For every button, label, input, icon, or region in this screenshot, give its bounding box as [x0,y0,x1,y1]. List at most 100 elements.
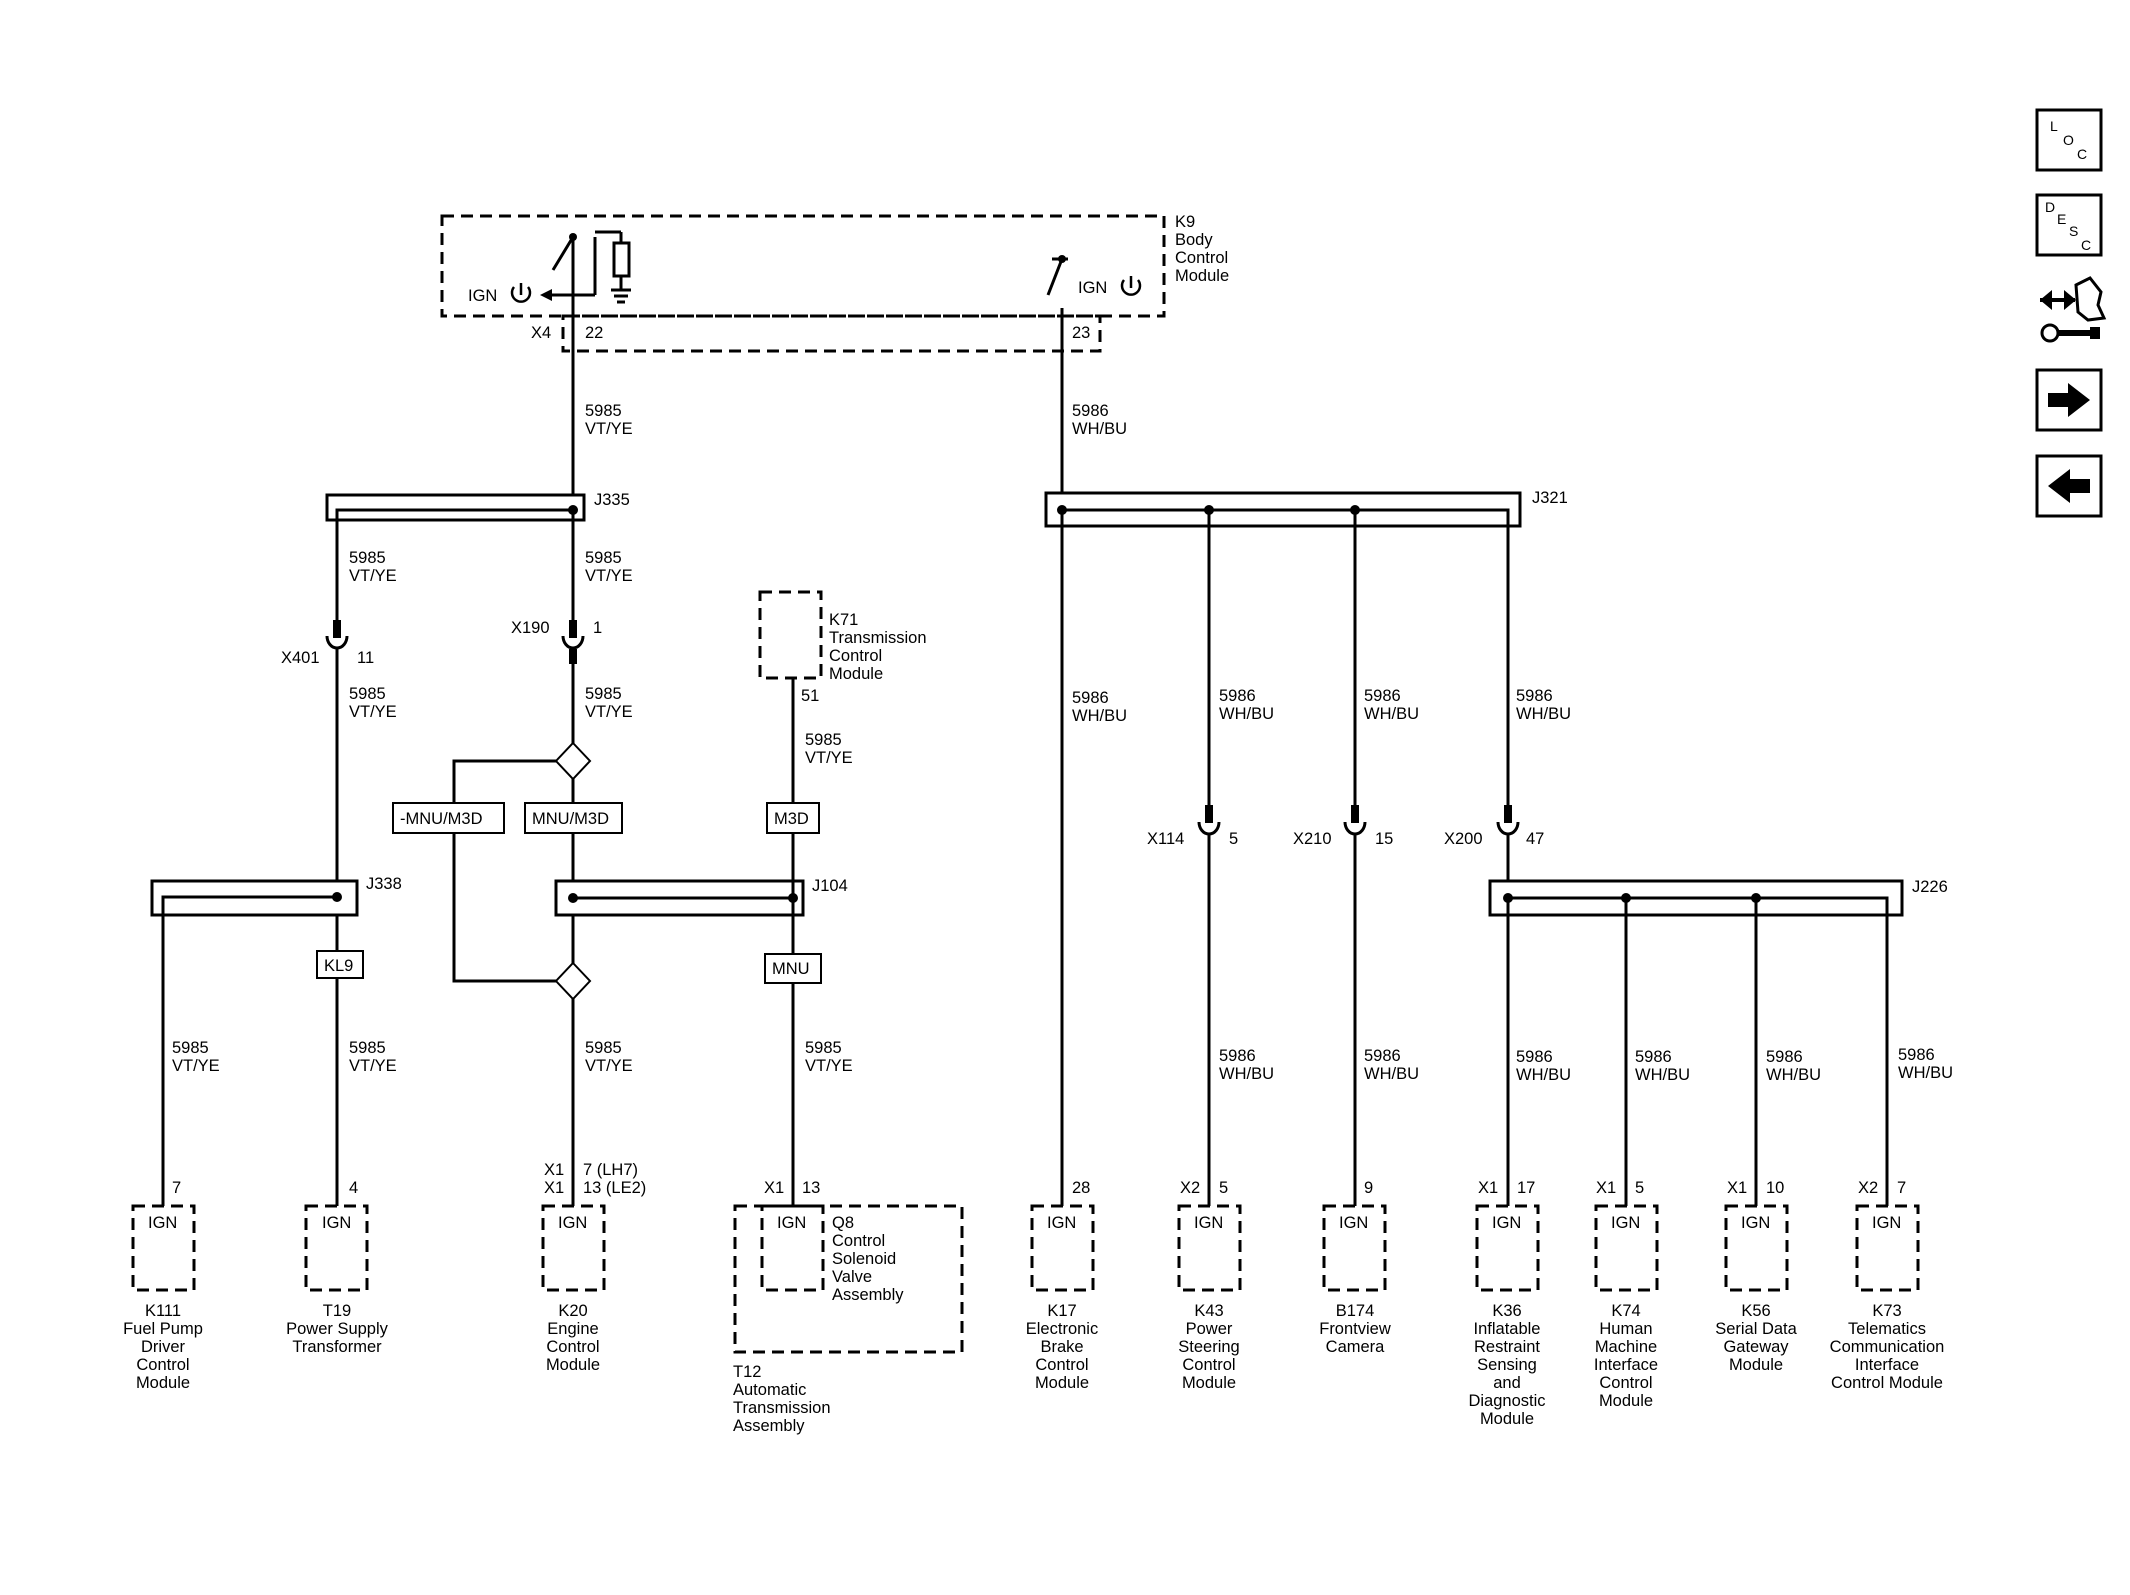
k9-module-box [440,214,1166,318]
t19-label-2: Transformer [292,1338,382,1356]
q8-label-2: Solenoid [832,1250,896,1268]
module-k17: 28 IGN K17 Electronic Brake Control Modu… [1026,1179,1098,1392]
k20-module-box [541,1204,606,1292]
k111-label-2: Driver [141,1338,186,1356]
k56-module-box [1724,1204,1789,1292]
k9-connector: X4 [531,324,551,342]
k56-label-3: Module [1729,1356,1783,1374]
k20-conn-1: X1 [544,1161,564,1179]
q8-label-3: Valve [832,1268,872,1286]
t12-label-2: Transmission [733,1399,831,1417]
k17-label-2: Brake [1040,1338,1083,1356]
connector-repair-icon[interactable] [2040,276,2107,343]
option-mnu-m3d-label: MNU/M3D [532,810,609,828]
k73-ign: IGN [1872,1214,1901,1232]
module-k36: X1 17 IGN K36 Inflatable Restraint Sensi… [1468,1179,1545,1428]
wire-5985-color: VT/YE [585,567,633,585]
inline-x114-name: X114 [1147,830,1184,848]
desc-char-2: E [2057,211,2066,227]
b174-module-box [1322,1204,1387,1292]
k43-ref: K43 [1194,1302,1223,1320]
inline-connector-x210 [1343,821,1367,836]
module-k56: X1 10 IGN K56 Serial Data Gateway Module [1715,1179,1797,1374]
desc-button[interactable]: D E S C [2035,193,2103,257]
wire-5985-num: 5985 [585,685,622,703]
module-t12-q8: X1 13 IGN Q8 Control Solenoid Valve Asse… [733,1179,964,1435]
k20-pin-2: 13 (LE2) [583,1179,646,1197]
wire-5986-color: WH/BU [1219,1065,1274,1083]
k17-module-box [1030,1204,1095,1292]
k9-pin-22: 22 [585,324,603,342]
wire-5986-num: 5986 [1516,687,1553,705]
k9-pin-23: 23 [1072,324,1090,342]
k74-conn: X1 [1596,1179,1616,1197]
option-m3d-label: M3D [774,810,809,828]
wire-5986-color: WH/BU [1766,1066,1821,1084]
b174-label-1: Frontview [1319,1320,1391,1338]
next-page-button[interactable] [2035,368,2103,432]
splice-j335-label: J335 [594,491,630,509]
k9-connector-box [561,314,1102,353]
wire-5985-color: VT/YE [172,1057,220,1075]
b174-ref: B174 [1336,1302,1375,1320]
wire-5986-color: WH/BU [1072,707,1127,725]
wire-5985-color: VT/YE [349,1057,397,1075]
t12-module-box [733,1204,964,1354]
k74-label-2: Machine [1595,1338,1657,1356]
arrow-left-icon [2048,469,2090,503]
loc-button[interactable]: L O C [2035,108,2103,172]
module-k74: X1 5 IGN K74 Human Machine Interface Con… [1594,1179,1659,1410]
option-neg-mnu-m3d-label: -MNU/M3D [400,810,483,828]
wire-5985-num: 5985 [172,1039,209,1057]
k111-label-1: Fuel Pump [123,1320,203,1338]
k9-label-1: Body [1175,231,1213,249]
k74-ign: IGN [1611,1214,1640,1232]
k74-pin: 5 [1635,1179,1644,1197]
wire-5985-num: 5985 [349,549,386,567]
desc-char-1: D [2045,199,2055,215]
q8-conn: X1 [764,1179,784,1197]
loc-char-1: L [2050,118,2058,134]
k36-label-5: Diagnostic [1468,1392,1545,1410]
wire-5985-color: VT/YE [349,703,397,721]
wire-5985-color: VT/YE [805,749,853,767]
circuit-5986-branch: 5986 WH/BU J321 5986 WH/BU 5986 WH/BU X1… [1044,350,1953,1206]
circuit-5985-branch: 5985 VT/YE J335 5985 VT/YE X401 11 5985 … [150,350,927,1206]
k111-pin: 7 [172,1179,181,1197]
module-k20: X1 X1 7 (LH7) 13 (LE2) IGN K20 Engine Co… [541,1161,646,1374]
k71-pin: 51 [801,687,819,705]
wire-5985-color: VT/YE [349,567,397,585]
arrow-left-icon [540,289,552,301]
option-kl9-label: KL9 [324,957,353,975]
k73-conn: X2 [1858,1179,1878,1197]
b174-ign: IGN [1339,1214,1368,1232]
k9-ref: K9 [1175,213,1195,231]
wire-5986-color: WH/BU [1516,1066,1571,1084]
module-b174: 9 IGN B174 Frontview Camera [1319,1179,1391,1356]
inline-connector-x114 [1197,821,1221,836]
k17-label-4: Module [1035,1374,1089,1392]
t19-pin: 4 [349,1179,358,1197]
wire-5986-num: 5986 [1219,687,1256,705]
k73-label-4: Control Module [1831,1374,1943,1392]
k43-label-4: Module [1182,1374,1236,1392]
t12-label-3: Assembly [733,1417,805,1435]
power-icon [510,283,532,303]
inline-x210-pin: 15 [1375,830,1393,848]
k43-label-2: Steering [1178,1338,1239,1356]
k43-conn: X2 [1180,1179,1200,1197]
k9-right-switch [1046,258,1064,296]
k111-ref: K111 [145,1302,181,1320]
k36-label-3: Sensing [1477,1356,1537,1374]
previous-page-button[interactable] [2035,454,2103,518]
k56-conn: X1 [1727,1179,1747,1197]
wire-5986-color: WH/BU [1898,1064,1953,1082]
wire-5985-num: 5985 [349,1039,386,1057]
inline-connector-x190 [561,635,585,650]
inline-x190-pin: 1 [593,619,602,637]
splice-j226-label: J226 [1912,878,1948,896]
k73-pin: 7 [1897,1179,1906,1197]
k43-label-1: Power [1186,1320,1233,1338]
splice-j338-label: J338 [366,875,402,893]
